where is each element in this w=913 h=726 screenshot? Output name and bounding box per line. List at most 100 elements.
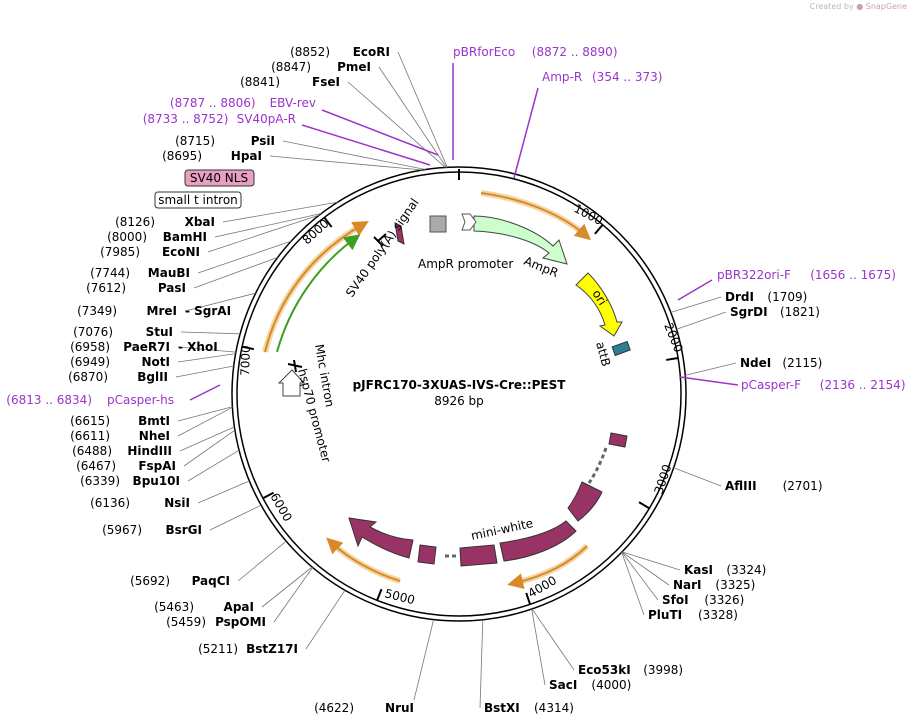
tick-2000: 2000 xyxy=(661,321,685,355)
green-arc xyxy=(276,234,361,353)
enzyme-position: (8000) xyxy=(107,230,147,244)
enzyme-leader xyxy=(621,551,681,571)
enzyme-name[interactable]: MauBI xyxy=(148,266,190,280)
enzyme-leader xyxy=(676,311,727,330)
enzyme-name-2[interactable]: - SgrAI xyxy=(185,304,231,318)
primer-name[interactable]: SV40pA-R xyxy=(237,112,296,126)
enzyme-name[interactable]: BstZ17I xyxy=(246,642,298,656)
mini-white-exon-5[interactable] xyxy=(417,544,437,565)
enzyme-name[interactable]: BglII xyxy=(137,370,168,384)
enzyme-position: (8695) xyxy=(162,149,202,163)
primer-lines xyxy=(189,63,739,401)
enzyme-position: (7612) xyxy=(86,281,126,295)
enzyme-name[interactable]: PsiI xyxy=(251,134,275,148)
attb-feature[interactable] xyxy=(611,340,631,357)
watermark-text: Created by xyxy=(809,2,854,11)
tick-mark xyxy=(525,592,532,605)
enzyme-name[interactable]: PmeI xyxy=(337,60,371,74)
enzyme-name[interactable]: SacI xyxy=(549,678,577,692)
enzyme-position: (2115) xyxy=(782,356,822,370)
enzyme-position: (6339) xyxy=(80,474,120,488)
tick-7000: 7000 xyxy=(238,345,253,376)
enzyme-leader xyxy=(621,551,670,586)
enzyme-position: (4622) xyxy=(314,701,354,715)
enzyme-leader xyxy=(207,214,320,253)
enzyme-leader xyxy=(222,201,338,223)
signal-feature[interactable] xyxy=(429,215,447,233)
primer-range: (8872 .. 8890) xyxy=(532,45,618,59)
enzyme-leader xyxy=(673,467,722,487)
enzyme-leader xyxy=(347,81,446,168)
primer-name[interactable]: pBRforEco xyxy=(453,45,515,59)
enzyme-name[interactable]: PasI xyxy=(158,281,186,295)
enzyme-name[interactable]: PaqCI xyxy=(192,574,230,588)
enzyme-name[interactable]: NotI xyxy=(142,355,171,369)
enzyme-name[interactable]: BsrGI xyxy=(165,523,202,537)
enzyme-name[interactable]: FseI xyxy=(312,75,340,89)
ori-feature[interactable] xyxy=(575,272,623,337)
primer-name[interactable]: pCasper-F xyxy=(741,378,801,392)
primer-name[interactable]: pCasper-hs xyxy=(107,393,174,407)
tick-6000: 6000 xyxy=(267,491,294,524)
primer-name[interactable]: Amp-R xyxy=(542,70,582,84)
enzyme-name[interactable]: ApaI xyxy=(224,600,254,614)
enzyme-name[interactable]: XbaI xyxy=(185,215,215,229)
enzyme-name[interactable]: NdeI xyxy=(740,356,771,370)
enzyme-name[interactable]: EcoRI xyxy=(353,45,390,59)
enzyme-name-2[interactable]: - XhoI xyxy=(178,340,218,354)
enzyme-name[interactable]: MreI xyxy=(147,304,177,318)
enzyme-name[interactable]: StuI xyxy=(146,325,173,339)
enzyme-leader xyxy=(261,566,313,608)
mini-white-exon-6[interactable] xyxy=(348,517,414,559)
enzyme-name[interactable]: NarI xyxy=(673,578,702,592)
enzyme-name[interactable]: KasI xyxy=(684,563,713,577)
mini-white-exon-3[interactable] xyxy=(499,520,577,562)
enzyme-name[interactable]: Eco53kI xyxy=(578,663,631,677)
enzyme-name[interactable]: FspAI xyxy=(138,459,176,473)
small-t-intron-box xyxy=(154,191,242,209)
ampr-promoter-feature[interactable] xyxy=(461,213,477,231)
enzyme-name[interactable]: SfoI xyxy=(662,593,689,607)
enzyme-name[interactable]: BamHI xyxy=(163,230,207,244)
nls-feature[interactable] xyxy=(394,222,405,245)
enzyme-position: (6136) xyxy=(90,496,130,510)
enzyme-position: (3328) xyxy=(698,608,738,622)
enzyme-leader xyxy=(273,567,313,623)
mini-white-exon-4[interactable] xyxy=(459,544,498,567)
primer-range: (2136 .. 2154) xyxy=(820,378,906,392)
enzyme-leader xyxy=(187,449,240,482)
primer-name[interactable]: pBR322ori-F xyxy=(717,268,791,282)
enzyme-name[interactable]: PaeR7I xyxy=(123,340,170,354)
enzyme-leader xyxy=(177,353,236,363)
enzyme-name[interactable]: BstXI xyxy=(484,701,520,715)
enzyme-leader xyxy=(397,51,448,168)
enzyme-leader xyxy=(282,140,426,170)
hsp70-promoter-feature[interactable] xyxy=(277,369,306,397)
enzyme-name[interactable]: EcoNI xyxy=(162,245,200,259)
mini-white-exon-2[interactable] xyxy=(567,481,603,522)
enzyme-position: (6467) xyxy=(76,459,116,473)
primer-name[interactable]: EBV-rev xyxy=(270,96,316,110)
enzyme-name[interactable]: NheI xyxy=(139,429,170,443)
enzyme-leader xyxy=(479,619,484,709)
sv40-nls-label: SV40 NLS xyxy=(190,171,248,185)
enzyme-name[interactable]: PspOMI xyxy=(215,615,266,629)
ampr-feature[interactable] xyxy=(473,215,568,265)
enzyme-leader xyxy=(531,609,546,686)
enzyme-position: (3325) xyxy=(715,578,755,592)
enzyme-name[interactable]: NruI xyxy=(385,701,414,715)
enzyme-name[interactable]: NsiI xyxy=(164,496,190,510)
tick-mark xyxy=(638,501,650,510)
enzyme-name[interactable]: PluTI xyxy=(648,608,682,622)
enzyme-name[interactable]: DrdI xyxy=(725,290,754,304)
enzyme-name[interactable]: BmtI xyxy=(138,414,170,428)
enzyme-name[interactable]: HpaI xyxy=(231,149,262,163)
orange-arc-1-line xyxy=(480,192,592,241)
mini-white-exon-1[interactable] xyxy=(608,432,628,448)
enzyme-name[interactable]: SgrDI xyxy=(730,305,768,319)
enzyme-name[interactable]: Bpu10I xyxy=(133,474,180,488)
enzyme-leader xyxy=(378,66,447,168)
enzyme-name[interactable]: AflIII xyxy=(725,479,757,493)
enzyme-name[interactable]: HindIII xyxy=(127,444,172,458)
